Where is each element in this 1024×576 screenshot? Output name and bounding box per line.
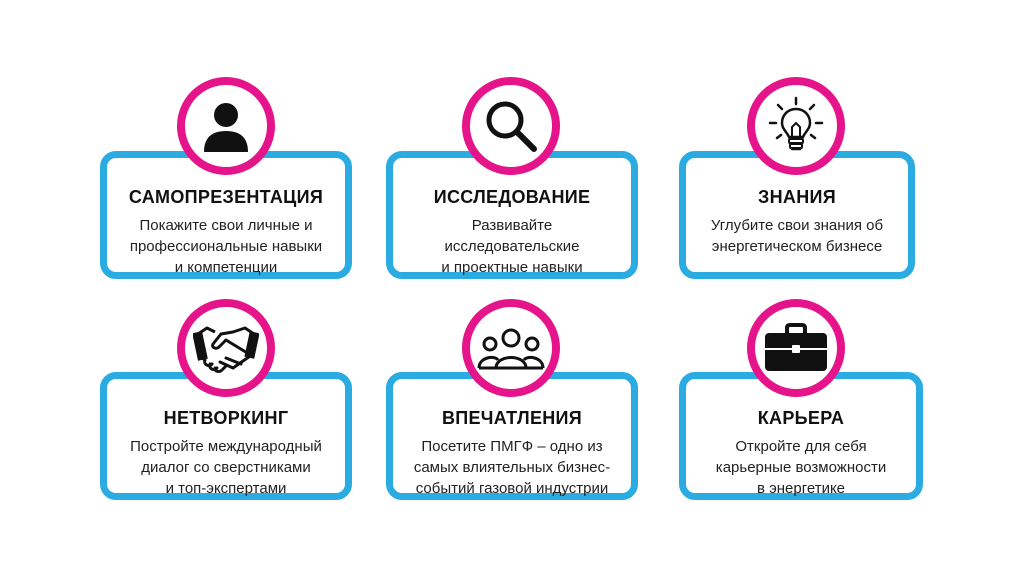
card-description: Развивайте исследовательские и проектные… bbox=[441, 217, 583, 276]
card-title: ЗНАНИЯ bbox=[758, 187, 836, 207]
badge-networking bbox=[177, 299, 275, 397]
magnifier-icon bbox=[486, 101, 537, 152]
badge-impressions bbox=[462, 299, 560, 397]
group-icon bbox=[477, 328, 545, 370]
card-title: НЕТВОРКИНГ bbox=[163, 408, 289, 428]
card-description: Откройте для себя карьерные возможности … bbox=[715, 438, 887, 497]
badge-research bbox=[462, 77, 560, 175]
card-title: ВПЕЧАТЛЕНИЯ bbox=[441, 408, 583, 428]
briefcase-icon bbox=[765, 323, 827, 371]
card-title: САМОПРЕЗЕНТАЦИЯ bbox=[128, 187, 324, 207]
card-impressions: ВПЕЧАТЛЕНИЯ Посетите ПМГФ – одно из самы… bbox=[386, 372, 638, 500]
badge-knowledge bbox=[747, 77, 845, 175]
badge-self-presentation bbox=[177, 77, 275, 175]
handshake-icon bbox=[193, 326, 259, 373]
lightbulb-icon bbox=[768, 96, 824, 151]
card-description: Постройте международный диалог со сверст… bbox=[130, 438, 322, 497]
person-icon bbox=[204, 103, 248, 152]
card-title: ИССЛЕДОВАНИЕ bbox=[433, 187, 591, 207]
card-description: Углубите свои знания об энергетическом б… bbox=[710, 217, 884, 255]
card-description: Покажите свои личные и профессиональные … bbox=[129, 217, 323, 276]
card-research: ИССЛЕДОВАНИЕ Развивайте исследовательски… bbox=[386, 151, 638, 279]
card-description: Посетите ПМГФ – одно из самых влиятельны… bbox=[413, 438, 611, 497]
badge-career bbox=[747, 299, 845, 397]
card-title: КАРЬЕРА bbox=[757, 408, 845, 428]
